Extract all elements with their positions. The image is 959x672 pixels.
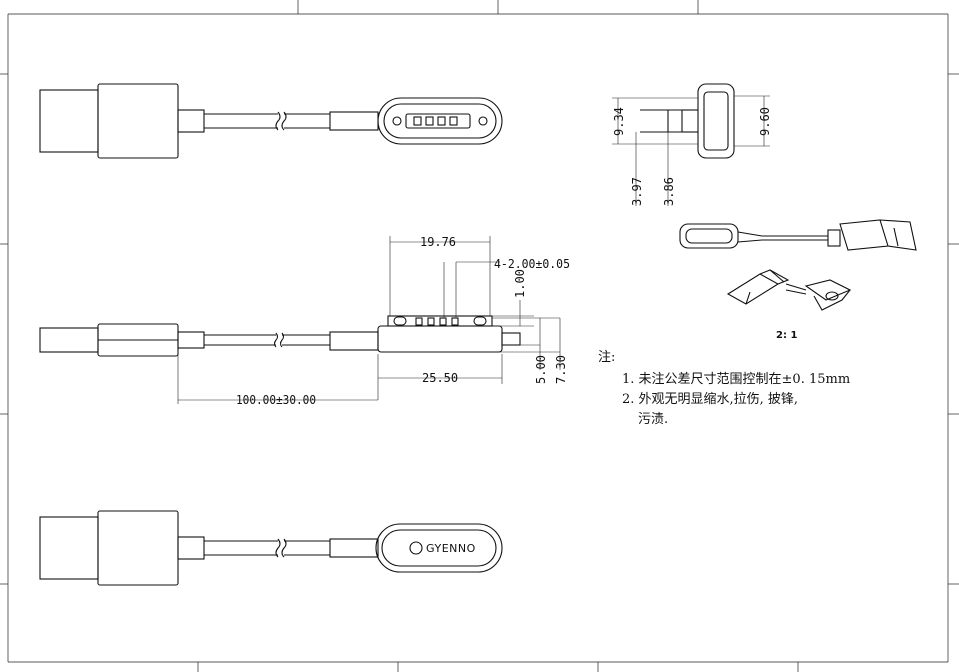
note-item-3: 污渍. <box>638 412 669 427</box>
brand-logo-text: GYENNO <box>426 542 476 555</box>
dim-body-length: 25.50 <box>422 371 458 385</box>
dim-pins: 4-2.00±0.05 <box>494 257 570 271</box>
end-view <box>612 83 770 206</box>
dim-pin-height: 1.00 <box>513 269 527 298</box>
side-profile-dimension-lines <box>177 236 561 404</box>
cable-view-pin-face <box>39 83 503 159</box>
dim-top-view-height: 9.34 <box>612 107 626 136</box>
notes-heading: 注: <box>598 350 616 365</box>
dim-body-h1: 5.00 <box>534 355 548 384</box>
dim-top-view-d2: 3.86 <box>662 177 676 206</box>
cable-view-side-profile <box>39 315 521 357</box>
dim-pin-span: 19.76 <box>420 235 456 249</box>
note-item-1: 1. 未注公差尺寸范围控制在±0. 15mm <box>622 372 851 387</box>
note-item-2: 2. 外观无明显缩水,拉伤, 披锋, <box>622 392 799 407</box>
dim-body-h2: 7.30 <box>554 355 568 384</box>
isometric-view-1 <box>679 219 917 251</box>
dim-top-view-d1: 3.97 <box>630 177 644 206</box>
dim-cable-length: 100.00±30.00 <box>236 393 316 407</box>
cable-view-brand-face <box>39 510 503 586</box>
isometric-view-2 <box>726 269 852 311</box>
dim-top-view-head: 9.60 <box>758 107 772 136</box>
scale-label: 2: 1 <box>776 330 797 341</box>
